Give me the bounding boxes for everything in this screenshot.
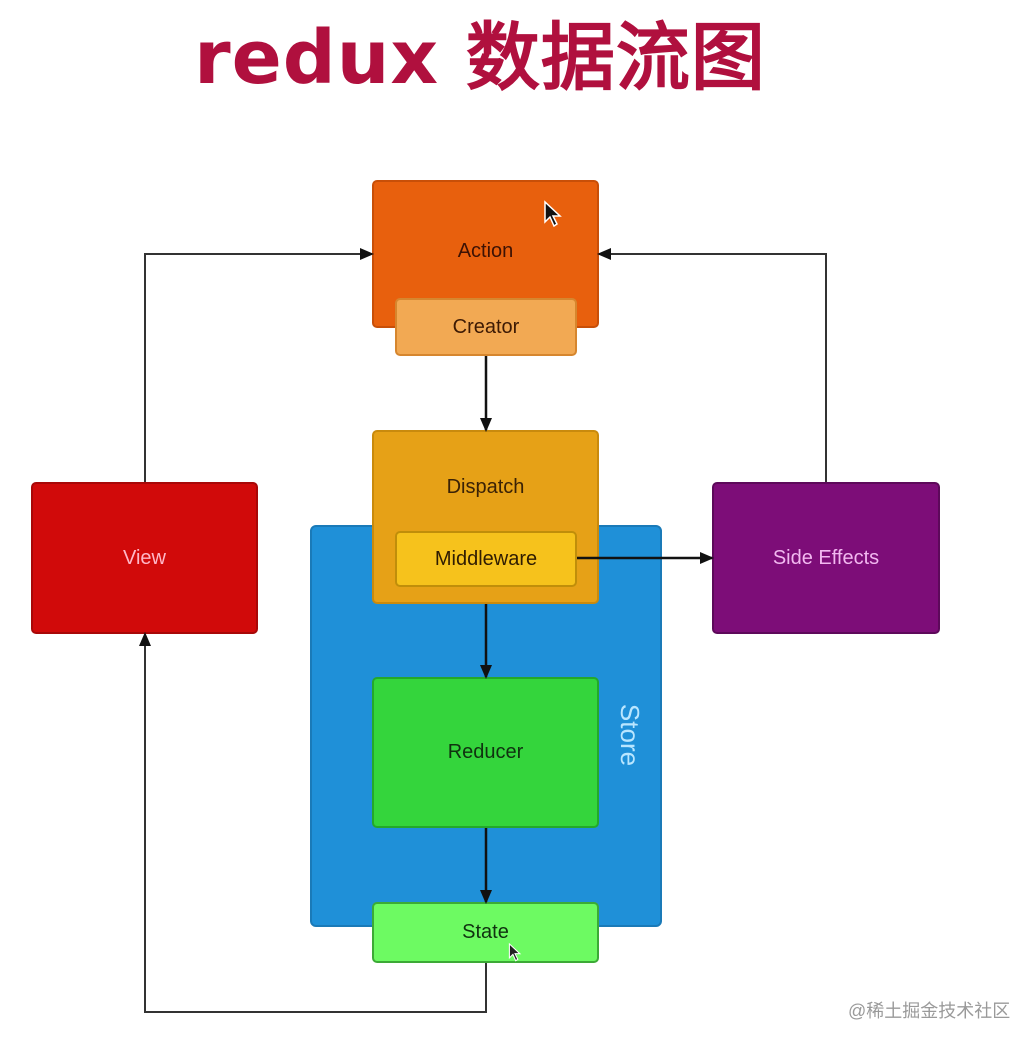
watermark: @稀土掘金技术社区 [848, 1001, 1011, 1021]
action-label: Action [457, 240, 514, 262]
state-label: State [462, 921, 509, 943]
state-node: State [372, 902, 599, 963]
view-node: View [31, 482, 258, 634]
side-effects-node: Side Effects [712, 482, 940, 634]
edge-view-action [144, 248, 374, 482]
middleware-node: Middleware [395, 531, 577, 587]
side-effects-label: Side Effects [772, 546, 880, 569]
dispatch-label: Dispatch [446, 476, 525, 498]
view-label: View [123, 546, 166, 569]
creator-node: Creator [395, 298, 577, 356]
page-title: redux 数据流图 [194, 15, 766, 101]
middleware-label: Middleware [434, 547, 538, 570]
reducer-node: Reducer [372, 677, 599, 828]
creator-label: Creator [452, 315, 520, 338]
cursor-icon [508, 942, 522, 962]
edge-side-effects-action [597, 248, 827, 482]
reducer-label: Reducer [447, 741, 524, 763]
edge-state-view [139, 632, 487, 1013]
cursor-icon [544, 200, 562, 228]
